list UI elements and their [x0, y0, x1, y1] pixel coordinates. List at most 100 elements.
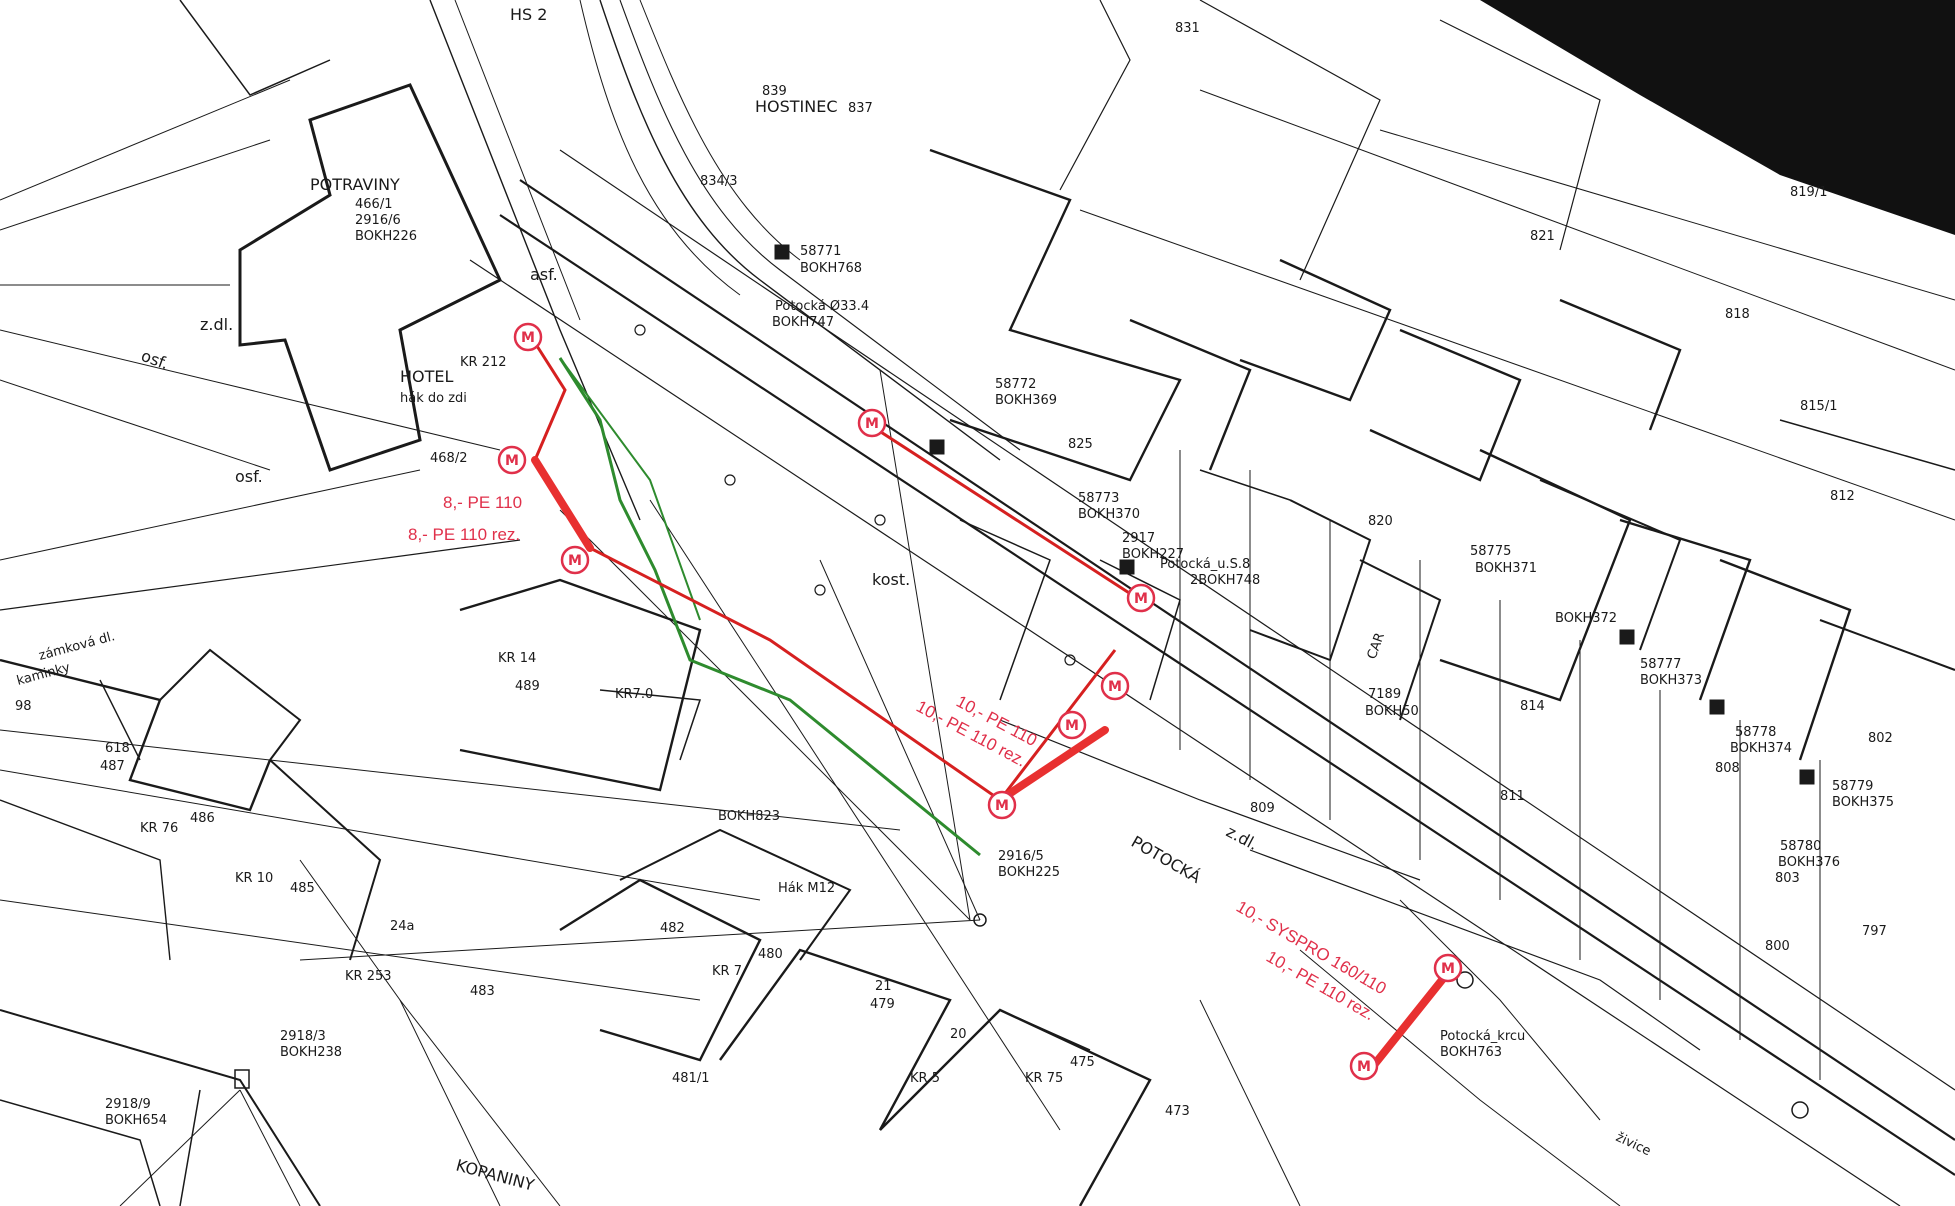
label-parcel: 2918/3 — [280, 1029, 326, 1044]
label-parcel: 821 — [1530, 229, 1555, 244]
label-bokh: BOKH227 — [1122, 547, 1184, 562]
label-parcel: 618 — [105, 741, 130, 756]
label-bokh: BOKH747 — [772, 315, 834, 330]
label-kr: KR 7 — [712, 964, 742, 979]
label-parcel: 20 — [950, 1027, 967, 1042]
marker-m-3: M — [560, 545, 590, 575]
label-parcel: 58778 — [1735, 725, 1776, 740]
label-kr: KR 76 — [140, 821, 178, 836]
label-parcel: 58773 — [1078, 491, 1119, 506]
map-labels: POTRAVINY 466/1 2916/6 BOKH226 HOTEL KR … — [15, 5, 1894, 1195]
label-hotel: HOTEL — [400, 367, 454, 386]
label-parcel: 812 — [1830, 489, 1855, 504]
svg-text:M: M — [1134, 591, 1148, 607]
marker-m-8: M — [987, 790, 1017, 820]
label-kost: kost. — [872, 570, 910, 589]
label-parcel: 98 — [15, 699, 32, 714]
label-bokh: BOKH372 — [1555, 611, 1617, 626]
marker-m-5: M — [1126, 583, 1156, 613]
label-parcel: 489 — [515, 679, 540, 694]
label-parcel: 468/2 — [430, 451, 467, 466]
marker-m-4: M — [857, 408, 887, 438]
svg-text:M: M — [1065, 718, 1079, 734]
marker-m-6: M — [1100, 671, 1130, 701]
label-hostinec: HOSTINEC — [755, 97, 838, 116]
svg-text:M: M — [995, 798, 1009, 814]
label-parcel: 819/1 — [1790, 185, 1827, 200]
label-hak: hák do zdi — [400, 391, 467, 406]
label-zdl: z.dl. — [200, 315, 233, 334]
label-parcel: 486 — [190, 811, 215, 826]
svg-text:M: M — [568, 553, 582, 569]
label-bokh: BOKH226 — [355, 229, 417, 244]
label-parcel: 814 — [1520, 699, 1545, 714]
red-route-upper — [869, 423, 1141, 602]
label-bokh: BOKH374 — [1730, 741, 1792, 756]
svg-text:M: M — [1441, 961, 1455, 977]
label-street: Potocká_krcu — [1440, 1029, 1525, 1044]
label-bokh: BOKH763 — [1440, 1045, 1502, 1060]
label-bokh: BOKH225 — [998, 865, 1060, 880]
label-hs: HS 2 — [510, 5, 547, 24]
label-parcel: 818 — [1725, 307, 1750, 322]
annotation-pe110-1: 8,- PE 110 — [443, 493, 522, 512]
marker-m-7: M — [1057, 710, 1087, 740]
label-parcel: 24a — [390, 919, 415, 934]
label-bokh: BOKH376 — [1778, 855, 1840, 870]
label-parcel: 2916/5 — [998, 849, 1044, 864]
label-bokh: BOKH768 — [800, 261, 862, 276]
label-parcel: 481/1 — [672, 1071, 709, 1086]
red-thick-segment-1 — [531, 456, 594, 552]
green-route-branch — [559, 357, 701, 621]
label-parcel: 834/3 — [700, 174, 737, 189]
label-parcel: 58771 — [800, 244, 841, 259]
label-potraviny: POTRAVINY — [310, 175, 400, 194]
label-bokh: BOKH375 — [1832, 795, 1894, 810]
svg-text:M: M — [505, 453, 519, 469]
label-kr: KR 14 — [498, 651, 536, 666]
label-parcel: 839 — [762, 84, 787, 99]
label-parcel: 475 — [1070, 1055, 1095, 1070]
label-street: Potocká Ø33.4 — [775, 299, 869, 314]
marker-m-10: M — [1349, 1051, 1379, 1081]
svg-text:M: M — [865, 416, 879, 432]
scan-shadow — [1480, 0, 1955, 235]
label-parcel: 480 — [758, 947, 783, 962]
label-parcel: 802 — [1868, 731, 1893, 746]
red-thick-segment-3 — [1366, 966, 1454, 1074]
label-parcel: 815/1 — [1800, 399, 1837, 414]
label-parcel: 7189 — [1368, 687, 1401, 702]
label-bokh: BOKH370 — [1078, 507, 1140, 522]
label-parcel: 825 — [1068, 437, 1093, 452]
svg-text:M: M — [1108, 679, 1122, 695]
label-parcel: 808 — [1715, 761, 1740, 776]
label-parcel: 831 — [1175, 21, 1200, 36]
label-parcel: 820 — [1368, 514, 1393, 529]
label-parcel: 482 — [660, 921, 685, 936]
label-parcel: 485 — [290, 881, 315, 896]
label-parcel: 58772 — [995, 377, 1036, 392]
label-bokh: BOKH371 — [1475, 561, 1537, 576]
label-parcel: 483 — [470, 984, 495, 999]
label-kr: KR 75 — [1025, 1071, 1063, 1086]
label-parcel: 803 — [1775, 871, 1800, 886]
label-bokh: BOKH50 — [1365, 704, 1419, 719]
label-parcel: 479 — [870, 997, 895, 1012]
label-kr: KR 212 — [460, 355, 507, 370]
label-kr: KR 5 — [910, 1071, 940, 1086]
label-hak: Hák M12 — [778, 881, 835, 896]
red-thick-segment-2 — [996, 726, 1109, 804]
label-parcel: 473 — [1165, 1104, 1190, 1119]
label-parcel: 487 — [100, 759, 125, 774]
annotation-pe110-rez-1: 8,- PE 110 rez. — [408, 525, 520, 544]
label-bokh: BOKH373 — [1640, 673, 1702, 688]
label-parcel: 58780 — [1780, 839, 1821, 854]
svg-text:M: M — [1357, 1059, 1371, 1075]
label-bokh: BOKH823 — [718, 809, 780, 824]
label-parcel: 58777 — [1640, 657, 1681, 672]
label-parcel: 800 — [1765, 939, 1790, 954]
label-parcel: 58779 — [1832, 779, 1873, 794]
marker-m-9: M — [1433, 953, 1463, 983]
